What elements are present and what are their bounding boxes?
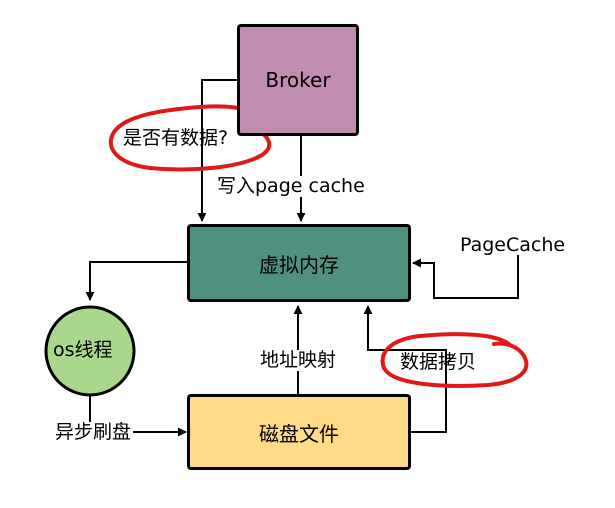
annotation-circle-has-data xyxy=(108,104,272,172)
edge-disk-copy xyxy=(363,305,447,433)
node-disk-file: 磁盘文件 xyxy=(187,394,411,470)
edge-memory-thread xyxy=(85,261,188,301)
node-broker: Broker xyxy=(237,24,359,136)
edge-broker-query xyxy=(197,79,238,222)
node-disk-file-label: 磁盘文件 xyxy=(259,421,339,446)
label-address-mapping: 地址映射 xyxy=(258,349,339,371)
node-virtual-memory: 虚拟内存 xyxy=(187,224,411,302)
label-has-data: 是否有数据? xyxy=(123,127,229,149)
node-virtual-memory-label: 虚拟内存 xyxy=(259,252,339,277)
label-async-flush: 异步刷盘 xyxy=(53,421,134,443)
edge-pagecache-memory xyxy=(412,255,519,299)
label-page-cache: PageCache xyxy=(460,234,566,256)
label-write-page-cache: 写入page cache xyxy=(215,175,367,197)
node-os-thread-shape xyxy=(44,305,136,397)
node-os-thread-label: os线程 xyxy=(53,339,113,361)
annotation-circle-data-copy xyxy=(380,332,529,388)
label-data-copy: 数据拷贝 xyxy=(400,351,477,373)
node-broker-label: Broker xyxy=(265,68,331,92)
